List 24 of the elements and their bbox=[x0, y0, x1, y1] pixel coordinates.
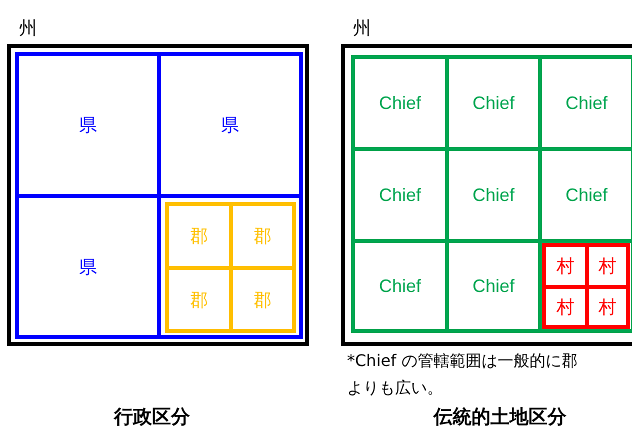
division-label: Chief bbox=[565, 92, 608, 114]
division-label: Chief bbox=[472, 184, 515, 206]
division-label: Chief bbox=[378, 92, 422, 114]
division-label: 県 bbox=[79, 114, 97, 137]
division-label: 県 bbox=[79, 256, 97, 278]
division-label: 村 bbox=[598, 296, 616, 319]
division-label: Chief bbox=[472, 276, 515, 296]
division-label: 郡 bbox=[190, 225, 208, 248]
division-label: 郡 bbox=[254, 225, 272, 248]
division-label: 県 bbox=[221, 114, 239, 137]
division-label: Chief bbox=[565, 184, 608, 206]
division-label: 村 bbox=[556, 255, 574, 278]
diagram-caption: 行政区分 bbox=[112, 405, 191, 430]
region-heading: 州 bbox=[353, 17, 371, 40]
division-label: 郡 bbox=[254, 288, 272, 312]
division-label: Chief bbox=[378, 276, 422, 296]
division-label: Chief bbox=[378, 184, 422, 206]
division-label: 村 bbox=[556, 296, 574, 319]
division-label: 村 bbox=[598, 255, 616, 278]
note-text: *Chief の管轄範囲は一般的に郡よりも広い。 bbox=[347, 350, 578, 399]
division-label: 郡 bbox=[190, 288, 208, 312]
diagram-caption: 伝統的土地区分 bbox=[432, 405, 568, 430]
division-label: Chief bbox=[472, 92, 515, 114]
region-heading: 州 bbox=[19, 17, 37, 40]
